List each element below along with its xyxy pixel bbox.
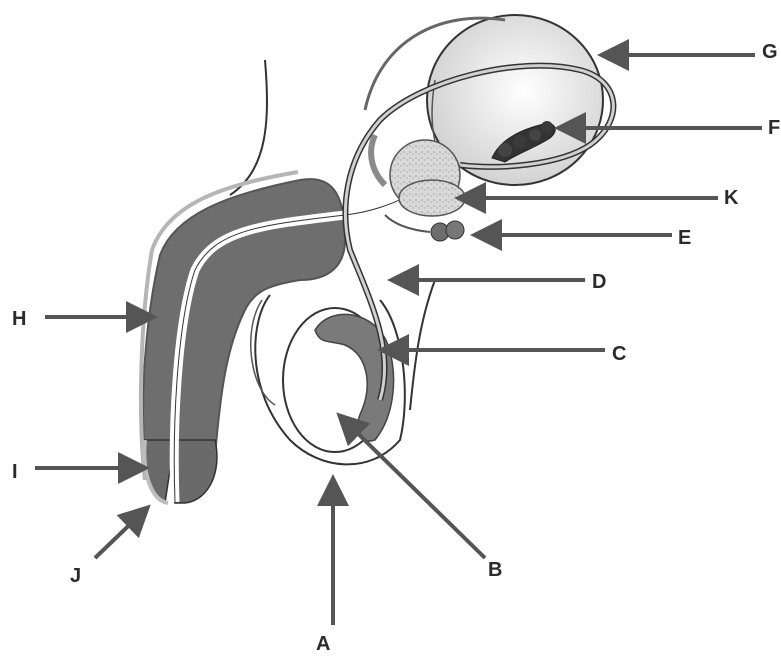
label-a: A: [316, 634, 330, 654]
label-j: J: [70, 566, 81, 586]
label-i: I: [12, 462, 18, 482]
label-e: E: [678, 228, 691, 248]
arrow-b: [342, 418, 485, 558]
label-k: K: [724, 188, 738, 208]
label-h: H: [12, 309, 26, 329]
label-c: C: [612, 344, 626, 364]
label-b: B: [488, 560, 502, 580]
label-d: D: [592, 272, 606, 292]
arrow-j: [95, 510, 145, 558]
glans: [144, 440, 217, 503]
bulbourethral-gland: [385, 215, 464, 241]
label-g: G: [762, 42, 778, 62]
body-outline-right: [410, 280, 435, 410]
body-outline-back: [230, 60, 267, 195]
label-f: F: [768, 118, 780, 138]
